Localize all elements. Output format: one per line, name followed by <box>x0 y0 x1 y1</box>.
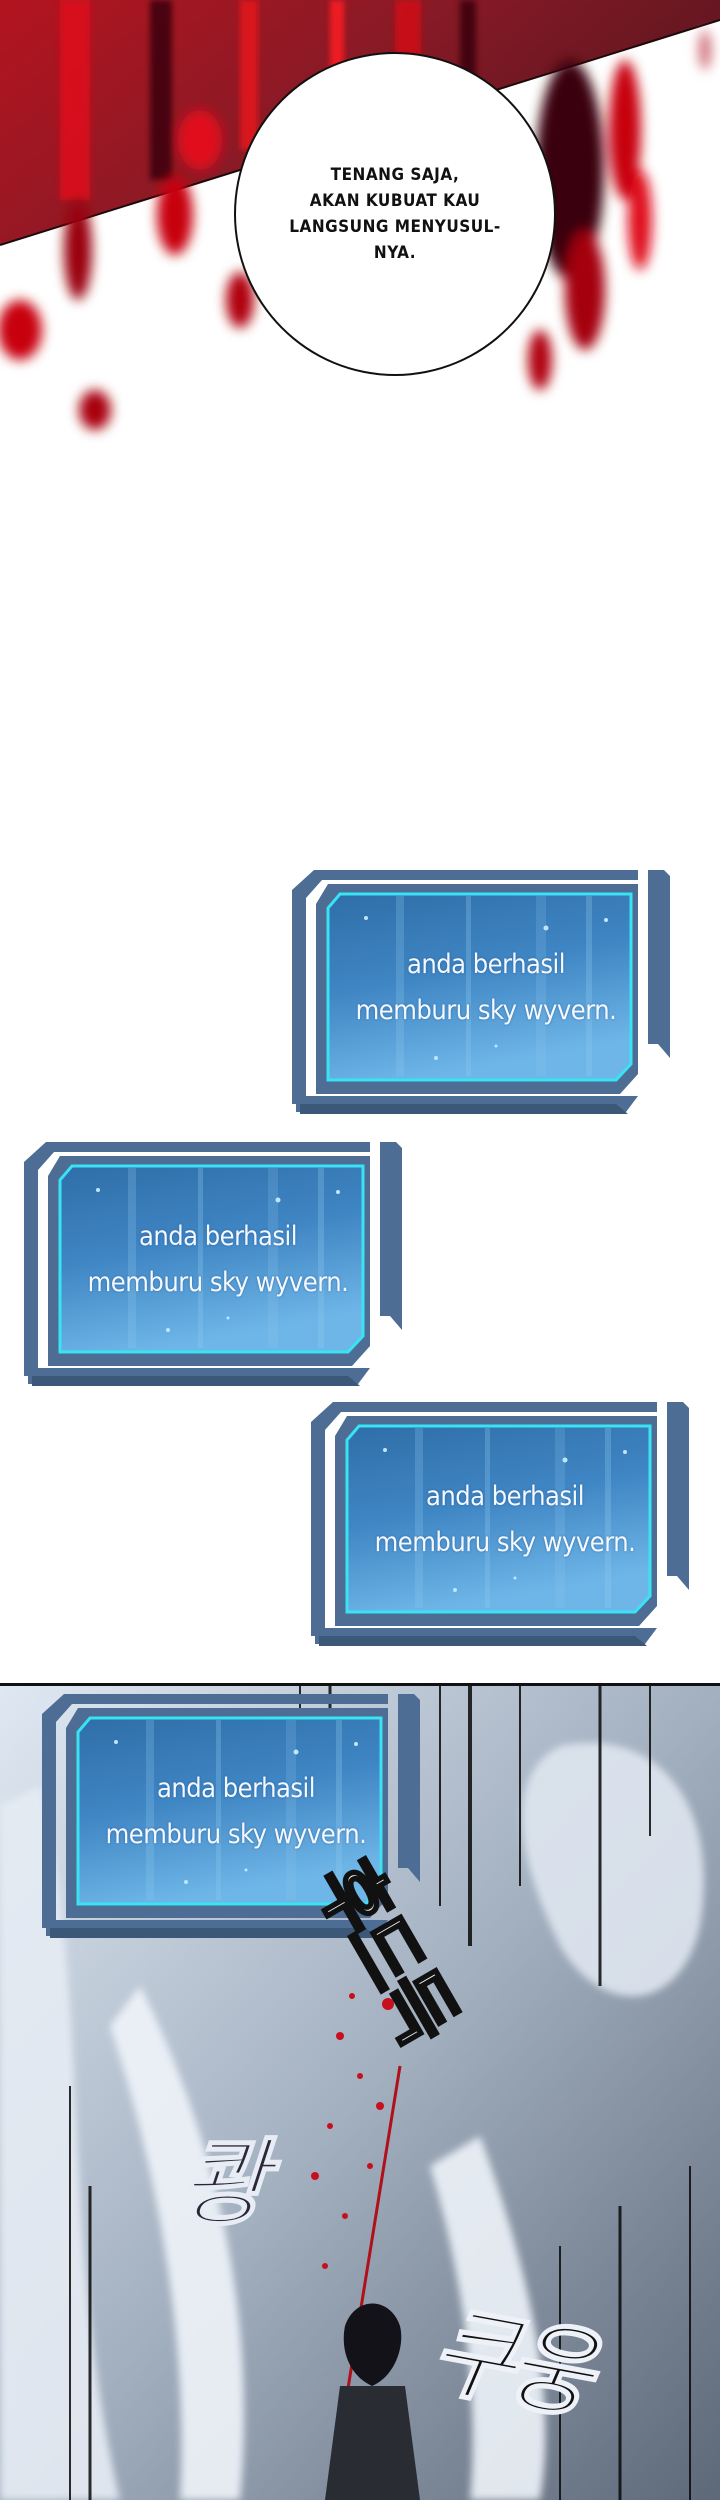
speech-bubble: TENANG SAJA, AKAN KUBUAT KAU LANGSUNG ME… <box>234 52 556 376</box>
system-notification-box: anda berhasil memburu sky wyvern. <box>36 1692 436 1942</box>
panel-divider <box>0 1683 720 1686</box>
system-message-line: anda berhasil <box>156 1773 316 1804</box>
system-message-line: memburu sky wyvern. <box>105 1819 367 1850</box>
system-message-line: memburu sky wyvern. <box>355 995 617 1026</box>
system-message: anda berhasil memburu sky wyvern. <box>56 1200 380 1320</box>
system-message-line: memburu sky wyvern. <box>87 1267 349 1298</box>
system-message-line: anda berhasil <box>138 1221 298 1252</box>
system-message: anda berhasil memburu sky wyvern. <box>74 1752 398 1872</box>
system-message-line: anda berhasil <box>406 949 566 980</box>
system-message: anda berhasil memburu sky wyvern. <box>343 1460 667 1580</box>
system-message-line: anda berhasil <box>425 1481 585 1512</box>
speech-line: NYA. <box>373 243 417 263</box>
swordsman-figure <box>325 2303 420 2500</box>
system-notification-box: anda berhasil memburu sky wyvern. <box>18 1140 418 1390</box>
system-message: anda berhasil memburu sky wyvern. <box>324 928 648 1048</box>
speech-line: TENANG SAJA, <box>330 165 460 185</box>
battle-panel: anda berhasil memburu sky wyvern. 후드득 쾅 … <box>0 1686 720 2500</box>
blood-panel: TENANG SAJA, AKAN KUBUAT KAU LANGSUNG ME… <box>0 0 720 480</box>
system-notification-box: anda berhasil memburu sky wyvern. <box>305 1400 705 1650</box>
speech-line: AKAN KUBUAT KAU <box>309 191 481 211</box>
system-message-line: memburu sky wyvern. <box>374 1527 636 1558</box>
speech-line: LANGSUNG MENYUSUL- <box>289 217 501 237</box>
system-notification-box: anda berhasil memburu sky wyvern. <box>286 868 686 1118</box>
